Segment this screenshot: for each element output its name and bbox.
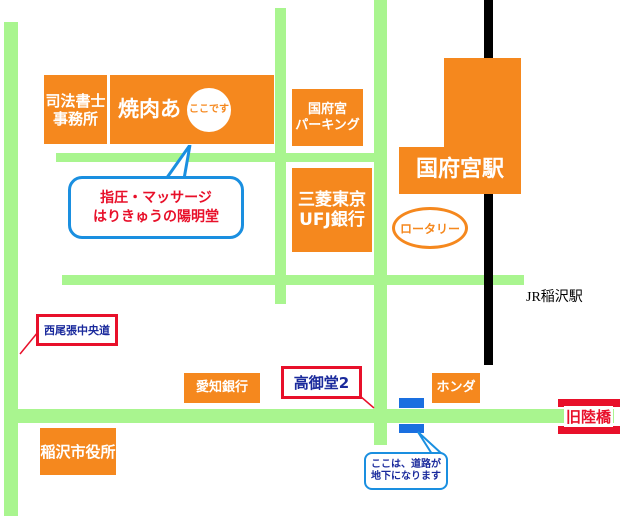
kokufumiya-station-label: 国府宮駅	[415, 157, 504, 183]
underpass-marker-north	[399, 398, 424, 408]
inazawa-city-hall-building: 稲沢市役所	[40, 428, 116, 475]
yakiniku-restaurant-building: 焼肉あ ここです	[110, 75, 274, 144]
honda-building: ホンダ	[432, 373, 480, 403]
old-overpass-label: 旧陸橋	[564, 406, 614, 427]
here-badge: ここです	[187, 87, 231, 132]
honda-label: ホンダ	[436, 380, 476, 396]
nishi-owari-pointer	[19, 331, 39, 355]
underpass-note-line2: 地下になります	[371, 471, 441, 482]
road-top-horizontal	[56, 153, 374, 162]
station-building-tower	[444, 58, 521, 152]
inazawa-city-hall-label: 稲沢市役所	[40, 442, 116, 461]
clinic-callout-line1: 指圧・マッサージ	[100, 189, 212, 206]
takamido-area-label: 高御堂2	[281, 366, 362, 399]
jr-inazawa-station-label: JR稲沢駅	[526, 290, 583, 305]
aichi-bank-label: 愛知銀行	[195, 380, 248, 396]
road-right-vertical	[374, 0, 387, 445]
road-middle-horizontal	[62, 275, 524, 285]
underpass-marker-south	[399, 424, 424, 433]
road-main-horizontal	[18, 409, 614, 423]
kokufu-parking-building: 国府宮 パーキング	[292, 89, 363, 146]
clinic-callout-line2: はりきゅうの陽明堂	[93, 208, 219, 225]
nishi-owari-road-label: 西尾張中央道	[36, 314, 118, 346]
mufg-bank-label: 三菱東京 UFJ銀行	[298, 189, 366, 230]
yakiniku-restaurant-label: 焼肉あ	[118, 96, 181, 121]
takamido-pointer	[359, 395, 375, 409]
aichi-bank-building: 愛知銀行	[184, 373, 260, 403]
here-badge-label: ここです	[189, 103, 229, 115]
scrivener-office-label: 司法書士 事務所	[45, 91, 106, 128]
kokufumiya-station-building: 国府宮駅	[399, 147, 521, 194]
rotary-label: ロータリー	[399, 221, 460, 236]
underpass-note-line1: ここは、道路が	[371, 458, 441, 470]
scrivener-office-building: 司法書士 事務所	[44, 75, 107, 144]
old-overpass-bar-bottom	[558, 426, 620, 434]
road-left-vertical	[4, 22, 18, 516]
underpass-note: ここは、道路が 地下になります	[364, 452, 448, 490]
rotary-circle: ロータリー	[392, 207, 468, 249]
kokufu-parking-label: 国府宮 パーキング	[295, 101, 360, 133]
mufg-bank-building: 三菱東京 UFJ銀行	[292, 168, 372, 252]
clinic-callout: 指圧・マッサージ はりきゅうの陽明堂	[68, 176, 244, 239]
old-overpass-bar-top	[558, 399, 620, 407]
